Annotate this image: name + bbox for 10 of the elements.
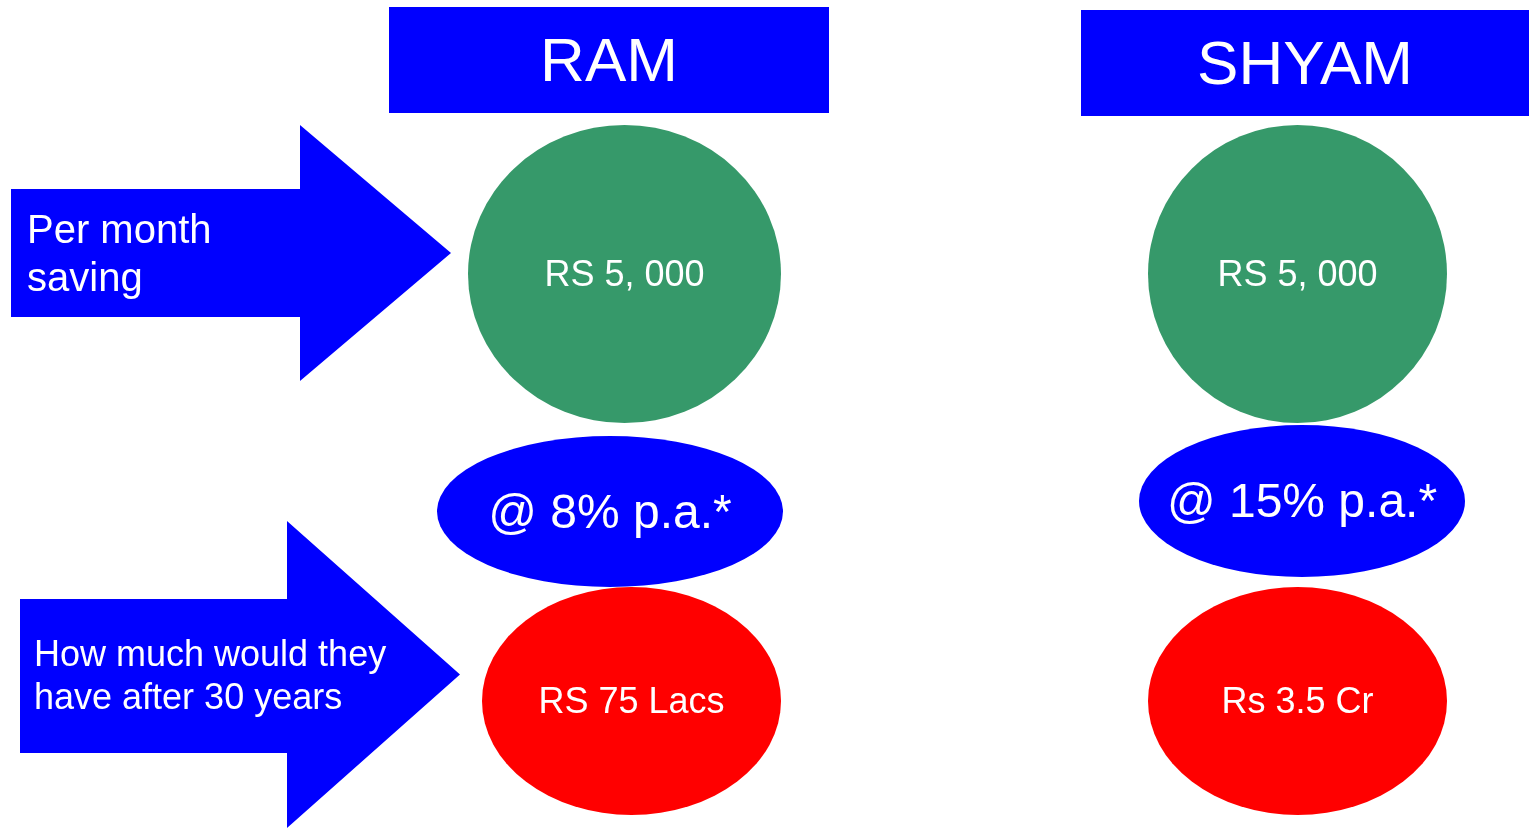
node-label: Rs 3.5 Cr — [1221, 679, 1374, 723]
node-label: RS 5, 000 — [1217, 252, 1378, 296]
node-label: Per month saving — [27, 206, 213, 301]
node-label: @ 15% p.a.* — [1166, 473, 1438, 530]
node-label: @ 8% p.a.* — [488, 483, 732, 540]
node-label: How much would they have after 30 years — [34, 631, 388, 718]
node-label: RS 5, 000 — [544, 252, 705, 296]
node-label: SHYAM — [1197, 26, 1413, 99]
node-label: RS 75 Lacs — [538, 679, 725, 723]
node-label: RAM — [540, 23, 678, 96]
